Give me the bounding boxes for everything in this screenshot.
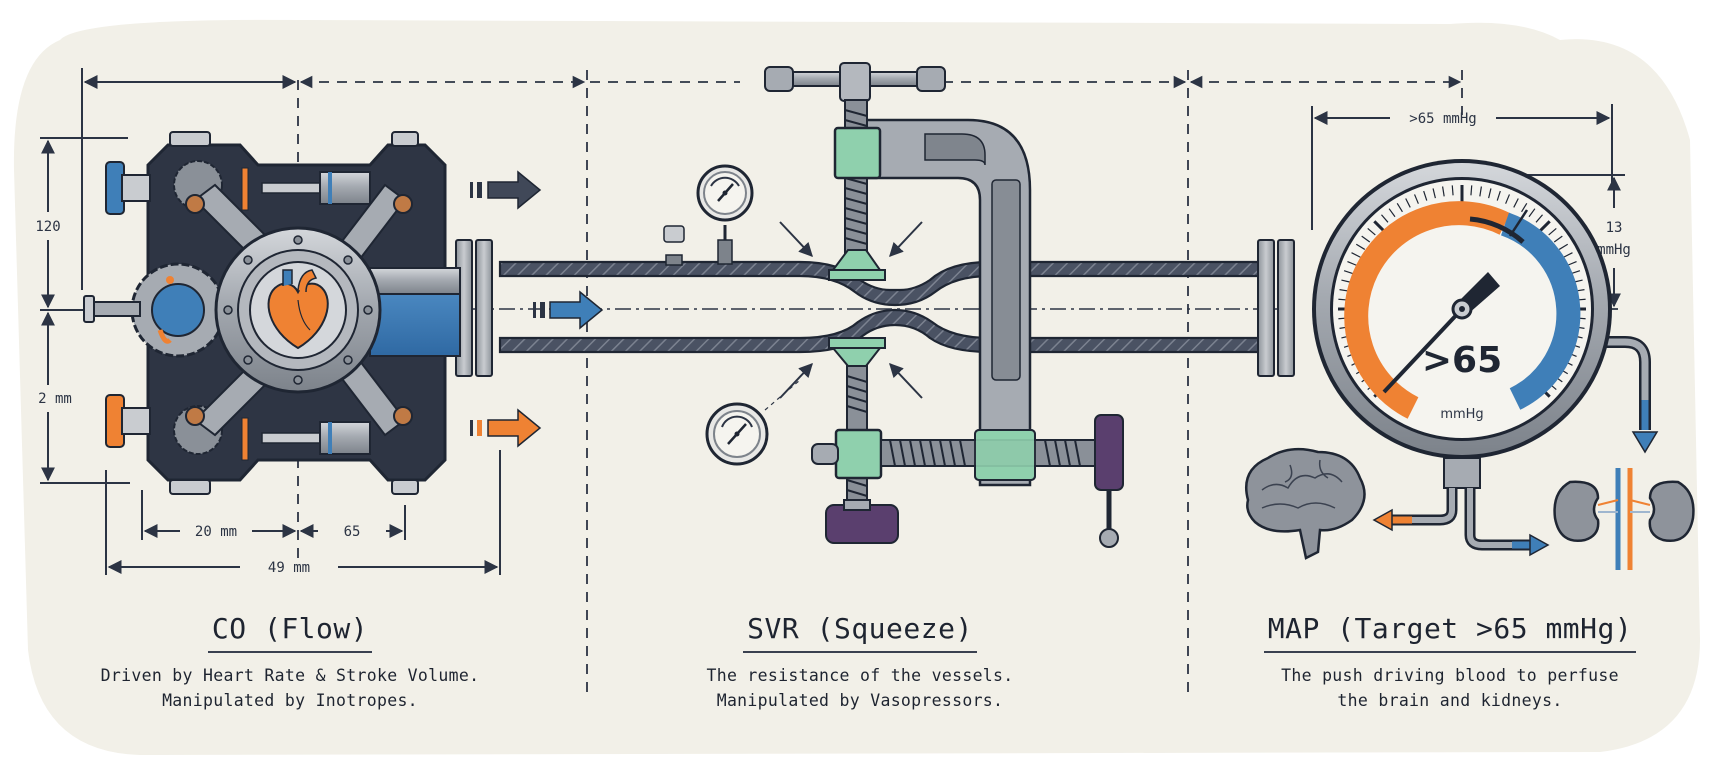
gauge-tick bbox=[1351, 252, 1361, 258]
dim-gauge-width: >65 mmHg bbox=[1409, 111, 1476, 127]
gauge-tick bbox=[1558, 243, 1569, 250]
pressure-gauge: >65 mmHg bbox=[1312, 159, 1659, 557]
gauge-tick bbox=[1505, 194, 1511, 204]
gauge-tick bbox=[1553, 235, 1563, 243]
dim-gauge-height-value: 13 bbox=[1606, 220, 1623, 236]
gauge-tick bbox=[1388, 208, 1396, 218]
gauge-tick bbox=[1361, 235, 1371, 243]
dim-pump-width-right: 65 bbox=[344, 524, 361, 540]
gauge-tick bbox=[1343, 270, 1354, 275]
flow-arrow-blue bbox=[533, 290, 604, 330]
brain-icon bbox=[1245, 447, 1366, 560]
section-description-map: The push driving blood to perfuse the br… bbox=[1281, 666, 1619, 710]
pump-height-dimension: 120 2 mm bbox=[35, 137, 130, 484]
section-caption-map: MAP (Target >65 mmHg) The push driving b… bbox=[1200, 612, 1700, 713]
gauge-tick bbox=[1347, 260, 1357, 266]
gauge-tick bbox=[1488, 188, 1492, 199]
kidneys-icon bbox=[1553, 468, 1695, 570]
gauge-tick bbox=[1513, 198, 1519, 208]
section-description-co: Driven by Heart Rate & Stroke Volume. Ma… bbox=[100, 666, 480, 710]
gauge-tick bbox=[1470, 185, 1473, 196]
gauge-tick bbox=[1396, 202, 1403, 213]
gauge-tick bbox=[1451, 185, 1454, 196]
dim-gauge-height-unit: mmHg bbox=[1597, 242, 1631, 258]
gauge-unit: mmHg bbox=[1440, 407, 1483, 422]
section-title-map: MAP (Target >65 mmHg) bbox=[1263, 612, 1637, 653]
vessel-pipe bbox=[455, 225, 1295, 377]
gauge-tick bbox=[1355, 243, 1366, 250]
dim-pump-height-lower: 2 mm bbox=[38, 391, 72, 407]
gauge-tick bbox=[1423, 190, 1428, 201]
gauge-tick bbox=[1548, 228, 1557, 236]
gauge-tick bbox=[1535, 214, 1543, 223]
section-title-svr: SVR (Squeeze) bbox=[743, 612, 977, 653]
gauge-tick bbox=[1521, 202, 1528, 213]
dim-pump-height-upper: 120 bbox=[35, 219, 60, 235]
flow-arrow-orange bbox=[470, 408, 542, 448]
dim-pump-width-left: 20 mm bbox=[195, 524, 237, 540]
pump-width-dimension: 20 mm 65 49 mm bbox=[105, 450, 501, 576]
top-dimension-line bbox=[81, 68, 1462, 290]
gauge-tick bbox=[1479, 186, 1482, 197]
gauge-tick bbox=[1405, 198, 1411, 208]
heart-icon bbox=[267, 269, 329, 350]
inline-gauge-icon bbox=[696, 164, 754, 240]
gauge-tick bbox=[1567, 260, 1577, 266]
section-caption-svr: SVR (Squeeze) The resistance of the vess… bbox=[600, 612, 1120, 713]
gauge-tick bbox=[1381, 214, 1389, 223]
gauge-tick bbox=[1432, 188, 1436, 199]
section-caption-co: CO (Flow) Driven by Heart Rate & Stroke … bbox=[40, 612, 540, 713]
gauge-tick bbox=[1496, 190, 1501, 201]
gauge-readout: >65 bbox=[1422, 340, 1502, 381]
section-description-svr: The resistance of the vessels. Manipulat… bbox=[706, 666, 1014, 710]
gauge-tick bbox=[1367, 228, 1376, 236]
c-clamp bbox=[764, 62, 1124, 548]
squeeze-arrows bbox=[779, 221, 923, 399]
gauge-tick bbox=[1528, 208, 1536, 218]
gauge-tick bbox=[1413, 194, 1419, 204]
flow-arrow-dark bbox=[470, 170, 542, 210]
section-title-co: CO (Flow) bbox=[207, 612, 373, 653]
dim-pump-width-total: 49 mm bbox=[268, 560, 310, 576]
gauge-tick bbox=[1563, 252, 1573, 258]
detached-gauge-icon bbox=[705, 379, 801, 466]
gauge-tick bbox=[1442, 186, 1445, 197]
